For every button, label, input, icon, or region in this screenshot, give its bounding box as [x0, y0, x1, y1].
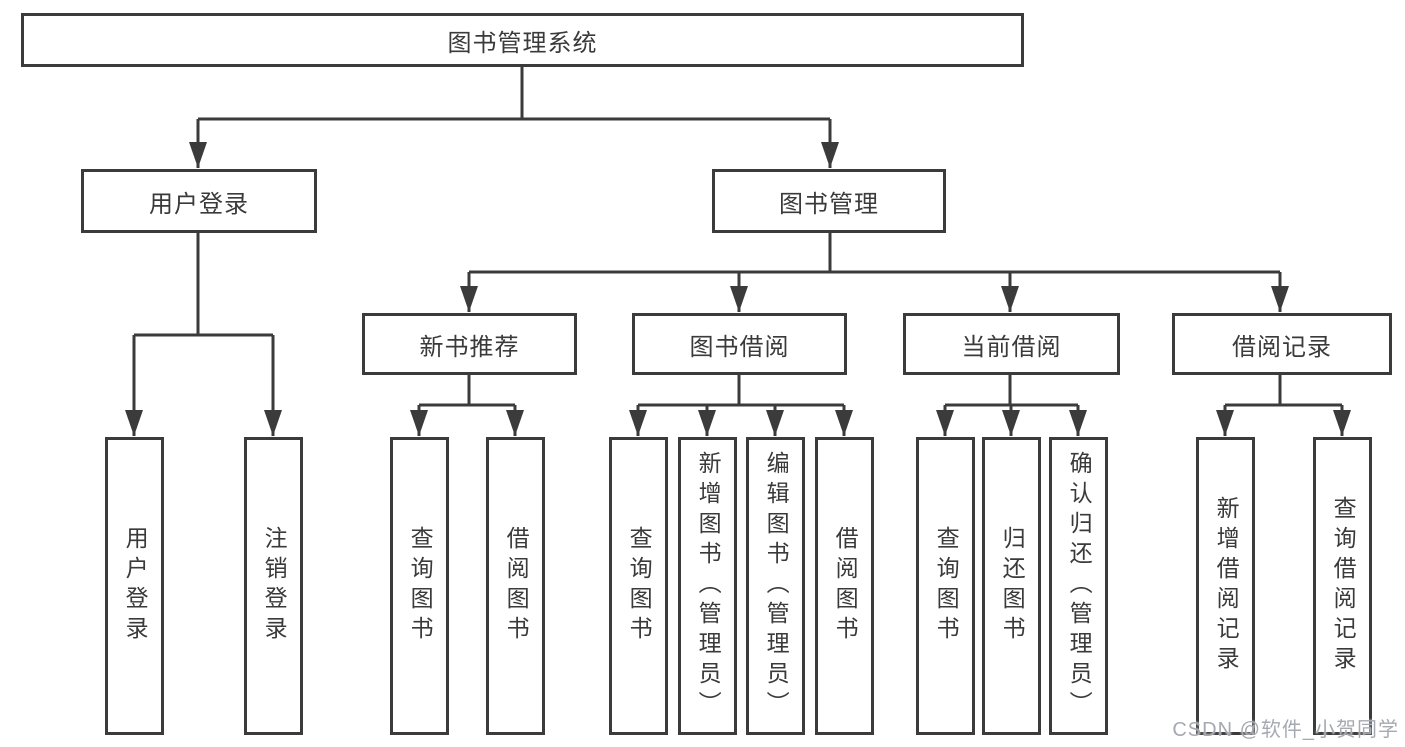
node-user-login-branch: 用户登录: [81, 169, 317, 233]
new-book-recommend-connectors: [410, 375, 524, 436]
leaf-query-books-borrow: 查询图书: [609, 437, 668, 735]
leaf-logout: 注销登录: [244, 437, 303, 735]
leaf-label: 借阅图书: [832, 526, 859, 646]
leaf-label: 新增图书（管理员）: [695, 451, 722, 721]
book-borrow-connectors: [629, 375, 853, 436]
leaf-label: 注销登录: [261, 526, 288, 646]
leaf-edit-book-admin: 编辑图书（管理员）: [746, 437, 805, 735]
leaf-label: 归还图书: [999, 526, 1026, 646]
node-book-borrow: 图书借阅: [632, 313, 847, 375]
watermark-text: CSDN @软件_小贺同学: [1172, 719, 1399, 741]
leaf-borrow-books: 借阅图书: [815, 437, 874, 735]
leaf-add-borrow-record: 新增借阅记录: [1196, 437, 1255, 735]
leaf-query-borrow-record: 查询借阅记录: [1313, 437, 1372, 735]
book-management-connectors: [460, 233, 1289, 312]
leaf-return-book: 归还图书: [982, 437, 1041, 735]
leaf-confirm-return-admin: 确认归还（管理员）: [1049, 437, 1108, 735]
user-login-connectors: [125, 233, 282, 436]
current-borrow-connectors: [936, 375, 1087, 436]
leaf-label: 查询图书: [407, 526, 434, 646]
leaf-label: 查询借阅记录: [1330, 496, 1357, 676]
leaf-label: 确认归还（管理员）: [1066, 451, 1093, 721]
leaf-add-book-admin: 新增图书（管理员）: [678, 437, 737, 735]
root-connectors: [189, 67, 839, 168]
leaf-label: 借阅图书: [503, 526, 530, 646]
leaf-query-books-recommend: 查询图书: [390, 437, 449, 735]
borrow-records-connectors: [1216, 375, 1351, 436]
node-new-book-recommend: 新书推荐: [362, 313, 577, 375]
node-root: 图书管理系统: [21, 13, 1024, 67]
node-current-borrow: 当前借阅: [903, 313, 1120, 375]
leaf-label: 查询图书: [626, 526, 653, 646]
leaf-label: 编辑图书（管理员）: [763, 451, 790, 721]
node-borrow-records: 借阅记录: [1172, 313, 1392, 375]
leaf-label: 查询图书: [933, 526, 960, 646]
leaf-borrow-books-recommend: 借阅图书: [486, 437, 545, 735]
leaf-label: 用户登录: [122, 526, 149, 646]
leaf-query-books-current: 查询图书: [916, 437, 975, 735]
leaf-label: 新增借阅记录: [1213, 496, 1240, 676]
node-book-management: 图书管理: [712, 169, 946, 233]
leaf-user-login: 用户登录: [105, 437, 164, 735]
